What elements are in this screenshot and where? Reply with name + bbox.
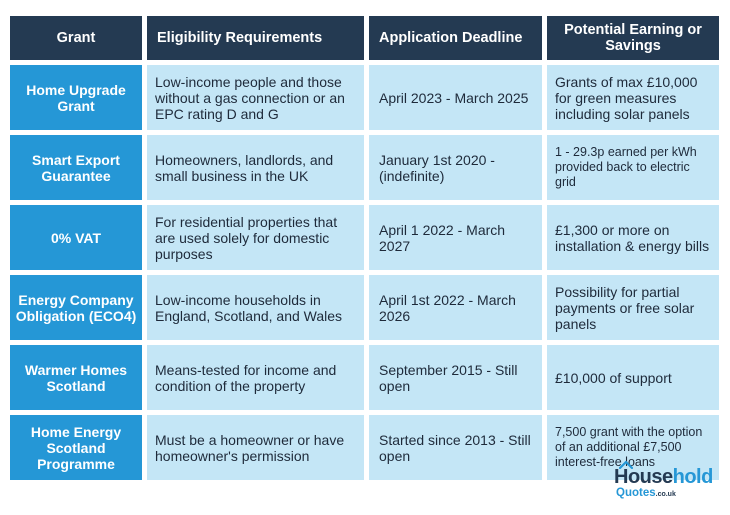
header-grant: Grant [10, 16, 142, 60]
row-deadline: Started since 2013 - Still open [369, 415, 542, 480]
header-deadline: Application Deadline [369, 16, 542, 60]
row-eligibility: Means-tested for income and condition of… [147, 345, 364, 410]
row-savings: Grants of max £10,000 for green measures… [547, 65, 719, 130]
row-deadline: April 1st 2022 - March 2026 [369, 275, 542, 340]
row-eligibility: For residential properties that are used… [147, 205, 364, 270]
logo-wordmark: Household [614, 467, 714, 487]
row-eligibility: Must be a homeowner or have homeowner's … [147, 415, 364, 480]
logo-subline: Quotes.co.uk [614, 487, 714, 501]
row-savings: 1 - 29.3p earned per kWh provided back t… [547, 135, 719, 200]
logo-tld-text: .co.uk [655, 491, 676, 498]
row-savings: £10,000 of support [547, 345, 719, 410]
row-savings: Possibility for partial payments or free… [547, 275, 719, 340]
logo-quotes-text: Quotes [616, 487, 656, 499]
logo-hold-text: hold [672, 466, 714, 488]
row-deadline: September 2015 - Still open [369, 345, 542, 410]
row-deadline: January 1st 2020 - (indefinite) [369, 135, 542, 200]
row-grant-name: Warmer Homes Scotland [10, 345, 142, 410]
householdquotes-logo: Household Quotes.co.uk [614, 460, 714, 507]
row-eligibility: Low-income households in England, Scotla… [147, 275, 364, 340]
row-eligibility: Homeowners, landlords, and small busines… [147, 135, 364, 200]
header-savings: Potential Earning or Savings [547, 16, 719, 60]
row-grant-name: 0% VAT [10, 205, 142, 270]
header-eligibility: Eligibility Requirements [147, 16, 364, 60]
row-deadline: April 2023 - March 2025 [369, 65, 542, 130]
row-grant-name: Home Energy Scotland Programme [10, 415, 142, 480]
row-grant-name: Smart Export Guarantee [10, 135, 142, 200]
grants-table: Grant Eligibility Requirements Applicati… [10, 16, 720, 480]
row-deadline: April 1 2022 - March 2027 [369, 205, 542, 270]
row-grant-name: Home Upgrade Grant [10, 65, 142, 130]
logo-house-text: House [614, 466, 673, 488]
row-savings: 7,500 grant with the option of an additi… [547, 415, 719, 480]
row-grant-name: Energy Company Obligation (ECO4) [10, 275, 142, 340]
row-savings: £1,300 or more on installation & energy … [547, 205, 719, 270]
house-roof-icon [619, 460, 633, 469]
row-eligibility: Low-income people and those without a ga… [147, 65, 364, 130]
